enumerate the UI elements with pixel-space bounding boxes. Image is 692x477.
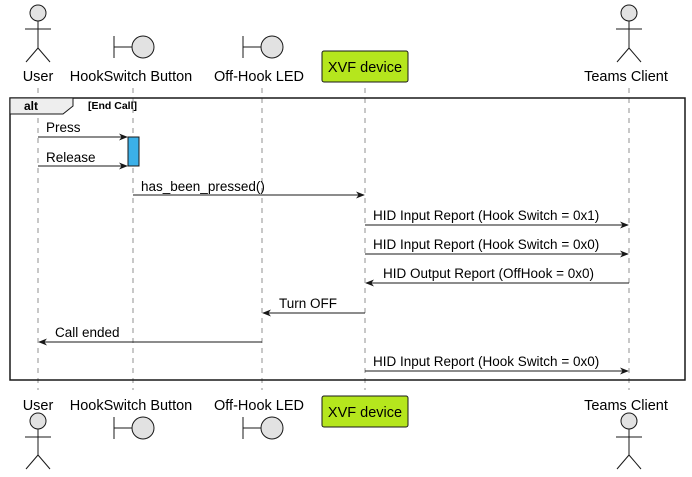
participant-label-hookswitch: HookSwitch Button	[70, 69, 193, 85]
message-label: HID Output Report (OffHook = 0x0)	[383, 266, 594, 281]
participant-label-led: Off-Hook LED	[214, 398, 304, 414]
led-boundary-icon	[242, 416, 284, 440]
alt-condition: [End Call]	[88, 100, 137, 112]
participant-label-user: User	[23, 69, 54, 85]
alt-frame	[9, 97, 686, 381]
teams-actor-icon	[616, 4, 642, 63]
xvf-device-box	[321, 50, 409, 83]
participants-bottom: User HookSwitch Button Off-Hook LED XVF …	[23, 395, 668, 470]
hookswitch-boundary-icon	[113, 35, 155, 59]
user-actor-icon	[25, 412, 51, 470]
messages: Press Release has_been_pressed() HID Inp…	[38, 120, 629, 375]
led-boundary-icon	[242, 35, 284, 59]
participant-label-xvf: XVF device	[328, 405, 402, 421]
alt-tab	[9, 97, 74, 115]
message-label: has_been_pressed()	[141, 179, 265, 194]
participant-label-teams: Teams Client	[584, 398, 668, 414]
hookswitch-boundary-icon	[113, 416, 155, 440]
alt-keyword: alt	[24, 99, 38, 113]
participant-label-user: User	[23, 398, 54, 414]
message-label: HID Input Report (Hook Switch = 0x0)	[373, 354, 599, 369]
message-label: Press	[46, 120, 81, 135]
activation-bar-hookswitch	[127, 136, 140, 167]
message-label: HID Input Report (Hook Switch = 0x1)	[373, 208, 599, 223]
participants-top: User HookSwitch Button Off-Hook LED XVF …	[23, 4, 668, 85]
message-label: Turn OFF	[279, 296, 337, 311]
message-label: Call ended	[55, 325, 120, 340]
teams-actor-icon	[616, 412, 642, 470]
user-actor-icon	[25, 4, 51, 63]
message-label: HID Input Report (Hook Switch = 0x0)	[373, 237, 599, 252]
participant-label-xvf: XVF device	[328, 60, 402, 76]
alt-fragment: alt [End Call]	[9, 97, 686, 381]
participant-label-hookswitch: HookSwitch Button	[70, 398, 193, 414]
participant-label-teams: Teams Client	[584, 69, 668, 85]
participant-label-led: Off-Hook LED	[214, 69, 304, 85]
xvf-device-box	[321, 395, 409, 428]
message-label: Release	[46, 150, 96, 165]
